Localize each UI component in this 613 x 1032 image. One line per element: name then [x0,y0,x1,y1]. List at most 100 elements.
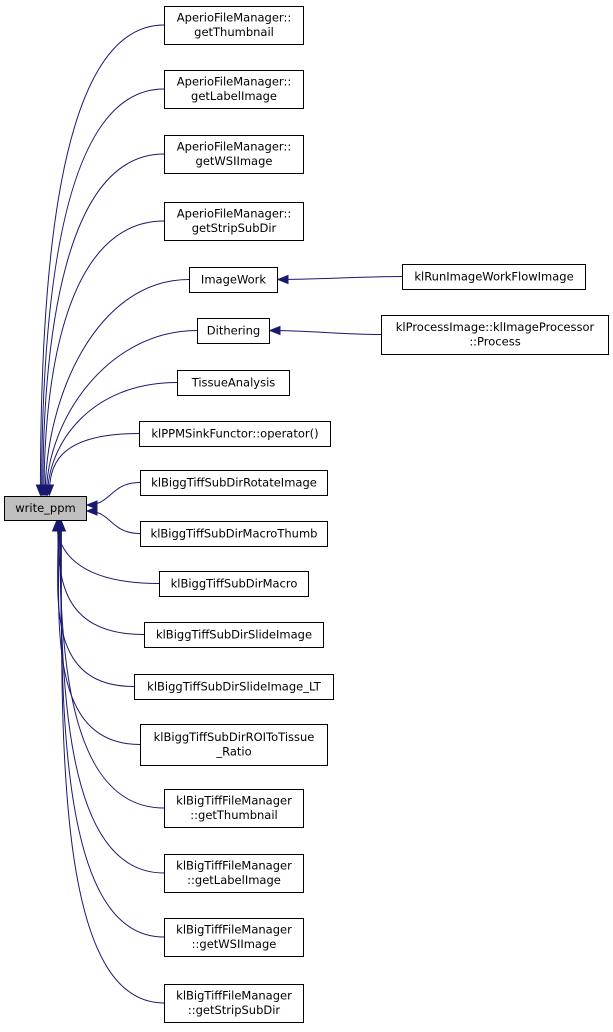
node-label: klBiggTiffSubDirMacro [171,576,298,590]
node-label: klBigTiffFileManager [176,989,292,1003]
node-label: klPPMSinkFunctor::operator() [151,426,318,440]
node-box [164,135,304,174]
edge-line [277,276,403,280]
node-box [164,854,304,893]
node-label: ::getWSIImage [192,937,277,951]
node-box [159,571,309,597]
node-label: _Ratio [215,745,251,759]
edge-line [57,520,141,745]
arrowhead [85,500,98,510]
node-label: ::getThumbnail [190,808,277,822]
node-box [164,6,304,45]
node-slide-lt[interactable]: klBiggTiffSubDirSlideImage_LT [134,674,334,700]
node-roi[interactable]: klBiggTiffSubDirROIToTissue_Ratio [140,724,328,766]
node-box [189,267,278,293]
node-big-wsi[interactable]: klBigTiffFileManager::getWSIImage [164,918,304,957]
node-box [164,202,304,241]
node-box [177,370,290,396]
node-label: ::getLabelImage [187,873,281,887]
node-box [139,421,331,447]
node-tissue[interactable]: TissueAnalysis [177,370,290,396]
edges-layer [35,24,403,1004]
node-big-thumb[interactable]: klBigTiffFileManager::getThumbnail [164,789,304,828]
node-label: klRunImageWorkFlowImage [414,269,573,283]
node-label: ::Process [469,335,520,349]
node-box [134,674,334,700]
node-label: AperioFileManager:: [177,75,291,89]
node-label: klProcessImage::klImageProcessor [396,320,595,334]
node-aperio-wsi[interactable]: AperioFileManager::getWSIImage [164,135,304,174]
edge-line [42,153,165,496]
node-box [164,918,304,957]
node-aperio-strip[interactable]: AperioFileManager::getStripSubDir [164,202,304,241]
node-label: ImageWork [201,272,266,286]
node-box [402,264,586,290]
edge-big-strip-to-write-ppm [56,519,165,1004]
edge-processor-to-dithering [268,325,382,336]
node-box [164,70,304,109]
node-label: klBiggTiffSubDirRotateImage [151,475,317,489]
node-macrothumb[interactable]: klBiggTiffSubDirMacroThumb [140,521,328,547]
node-ppmsink[interactable]: klPPMSinkFunctor::operator() [139,421,331,447]
node-box [4,496,87,521]
node-label: getThumbnail [194,25,274,39]
node-label: klBiggTiffSubDirMacroThumb [151,526,318,540]
node-box [381,315,609,355]
node-label: TissueAnalysis [191,375,276,389]
node-label: klBiggTiffSubDirROIToTissue [154,730,315,744]
node-aperio-thumb[interactable]: AperioFileManager::getThumbnail [164,6,304,45]
node-dithering[interactable]: Dithering [197,318,270,344]
edge-aperio-strip-to-write-ppm [39,220,165,497]
edge-line [269,330,382,335]
node-label: getStripSubDir [192,221,277,235]
edge-line [45,330,198,496]
edge-macrothumb-to-write-ppm [85,506,141,534]
node-slide[interactable]: klBiggTiffSubDirSlideImage [144,622,324,648]
node-big-label[interactable]: klBigTiffFileManager::getLabelImage [164,854,304,893]
node-processor[interactable]: klProcessImage::klImageProcessor::Proces… [381,315,609,355]
arrowhead [85,506,98,516]
node-box [144,622,324,648]
node-label: klBiggTiffSubDirSlideImage [156,627,312,641]
node-box [197,318,270,344]
edge-imagework-to-write-ppm [40,279,190,497]
node-aperio-label[interactable]: AperioFileManager::getLabelImage [164,70,304,109]
node-label: Dithering [207,323,260,337]
edge-line [60,520,165,1004]
node-rotate[interactable]: klBiggTiffSubDirRotateImage [140,470,328,496]
node-write-ppm[interactable]: write_ppm [4,496,87,521]
node-box [140,521,328,547]
edge-line [57,520,145,635]
node-label: ::getStripSubDir [188,1003,281,1017]
node-macro[interactable]: klBiggTiffSubDirMacro [159,571,309,597]
edge-line [57,520,135,687]
node-label: klBigTiffFileManager [176,794,292,808]
edge-line [48,433,140,496]
node-label: klBigTiffFileManager [176,923,292,937]
node-label: klBiggTiffSubDirSlideImage_LT [147,679,322,693]
node-label: AperioFileManager:: [177,140,291,154]
node-imagework[interactable]: ImageWork [189,267,278,293]
node-label: getWSIImage [196,154,273,168]
nodes-layer: write_ppm AperioFileManager::getThumbnail… [4,6,609,1023]
edge-line [39,24,165,496]
node-runworkflow[interactable]: klRunImageWorkFlowImage [402,264,586,290]
arrowhead [44,484,55,497]
node-label: AperioFileManager:: [177,11,291,25]
node-box [164,789,304,828]
arrowhead [276,274,289,285]
edge-line [41,88,165,496]
node-big-strip[interactable]: klBigTiffFileManager::getStripSubDir [164,984,304,1023]
edge-line [43,220,165,496]
node-box [164,984,304,1023]
node-label: AperioFileManager:: [177,207,291,221]
edge-line [47,382,178,496]
edge-ppmsink-to-write-ppm [44,433,140,497]
arrowhead [268,325,281,336]
node-label: write_ppm [15,501,75,515]
node-box [140,724,328,766]
edge-runworkflow-to-imagework [276,274,403,285]
arrowhead [56,519,67,532]
edge-slide-to-write-ppm [53,519,145,635]
